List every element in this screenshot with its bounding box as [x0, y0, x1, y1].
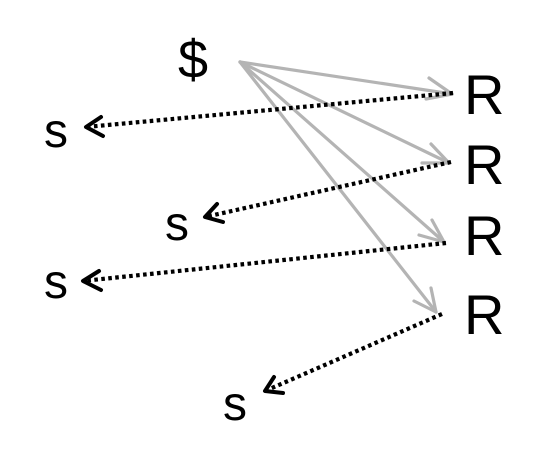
sender-label-2: s — [165, 198, 189, 251]
sender-label-4: s — [223, 378, 247, 431]
dotted-arrows — [81, 90, 454, 395]
sender-label-1: s — [44, 105, 68, 158]
source-dollar-label: $ — [178, 30, 208, 90]
sender-label-3: s — [44, 256, 68, 309]
receiver-label-1: R — [464, 63, 504, 126]
dotted-arrow-1 — [84, 90, 454, 138]
diagram-labels: $ R R R R s s s s — [44, 30, 504, 431]
dotted-arrow-4 — [263, 312, 443, 395]
receiver-label-4: R — [464, 283, 504, 346]
dotted-arrow-3 — [81, 240, 447, 292]
receiver-label-2: R — [464, 133, 504, 196]
receiver-label-3: R — [464, 204, 504, 267]
solid-arrow-4 — [238, 60, 438, 314]
dotted-arrow-2 — [203, 159, 452, 224]
